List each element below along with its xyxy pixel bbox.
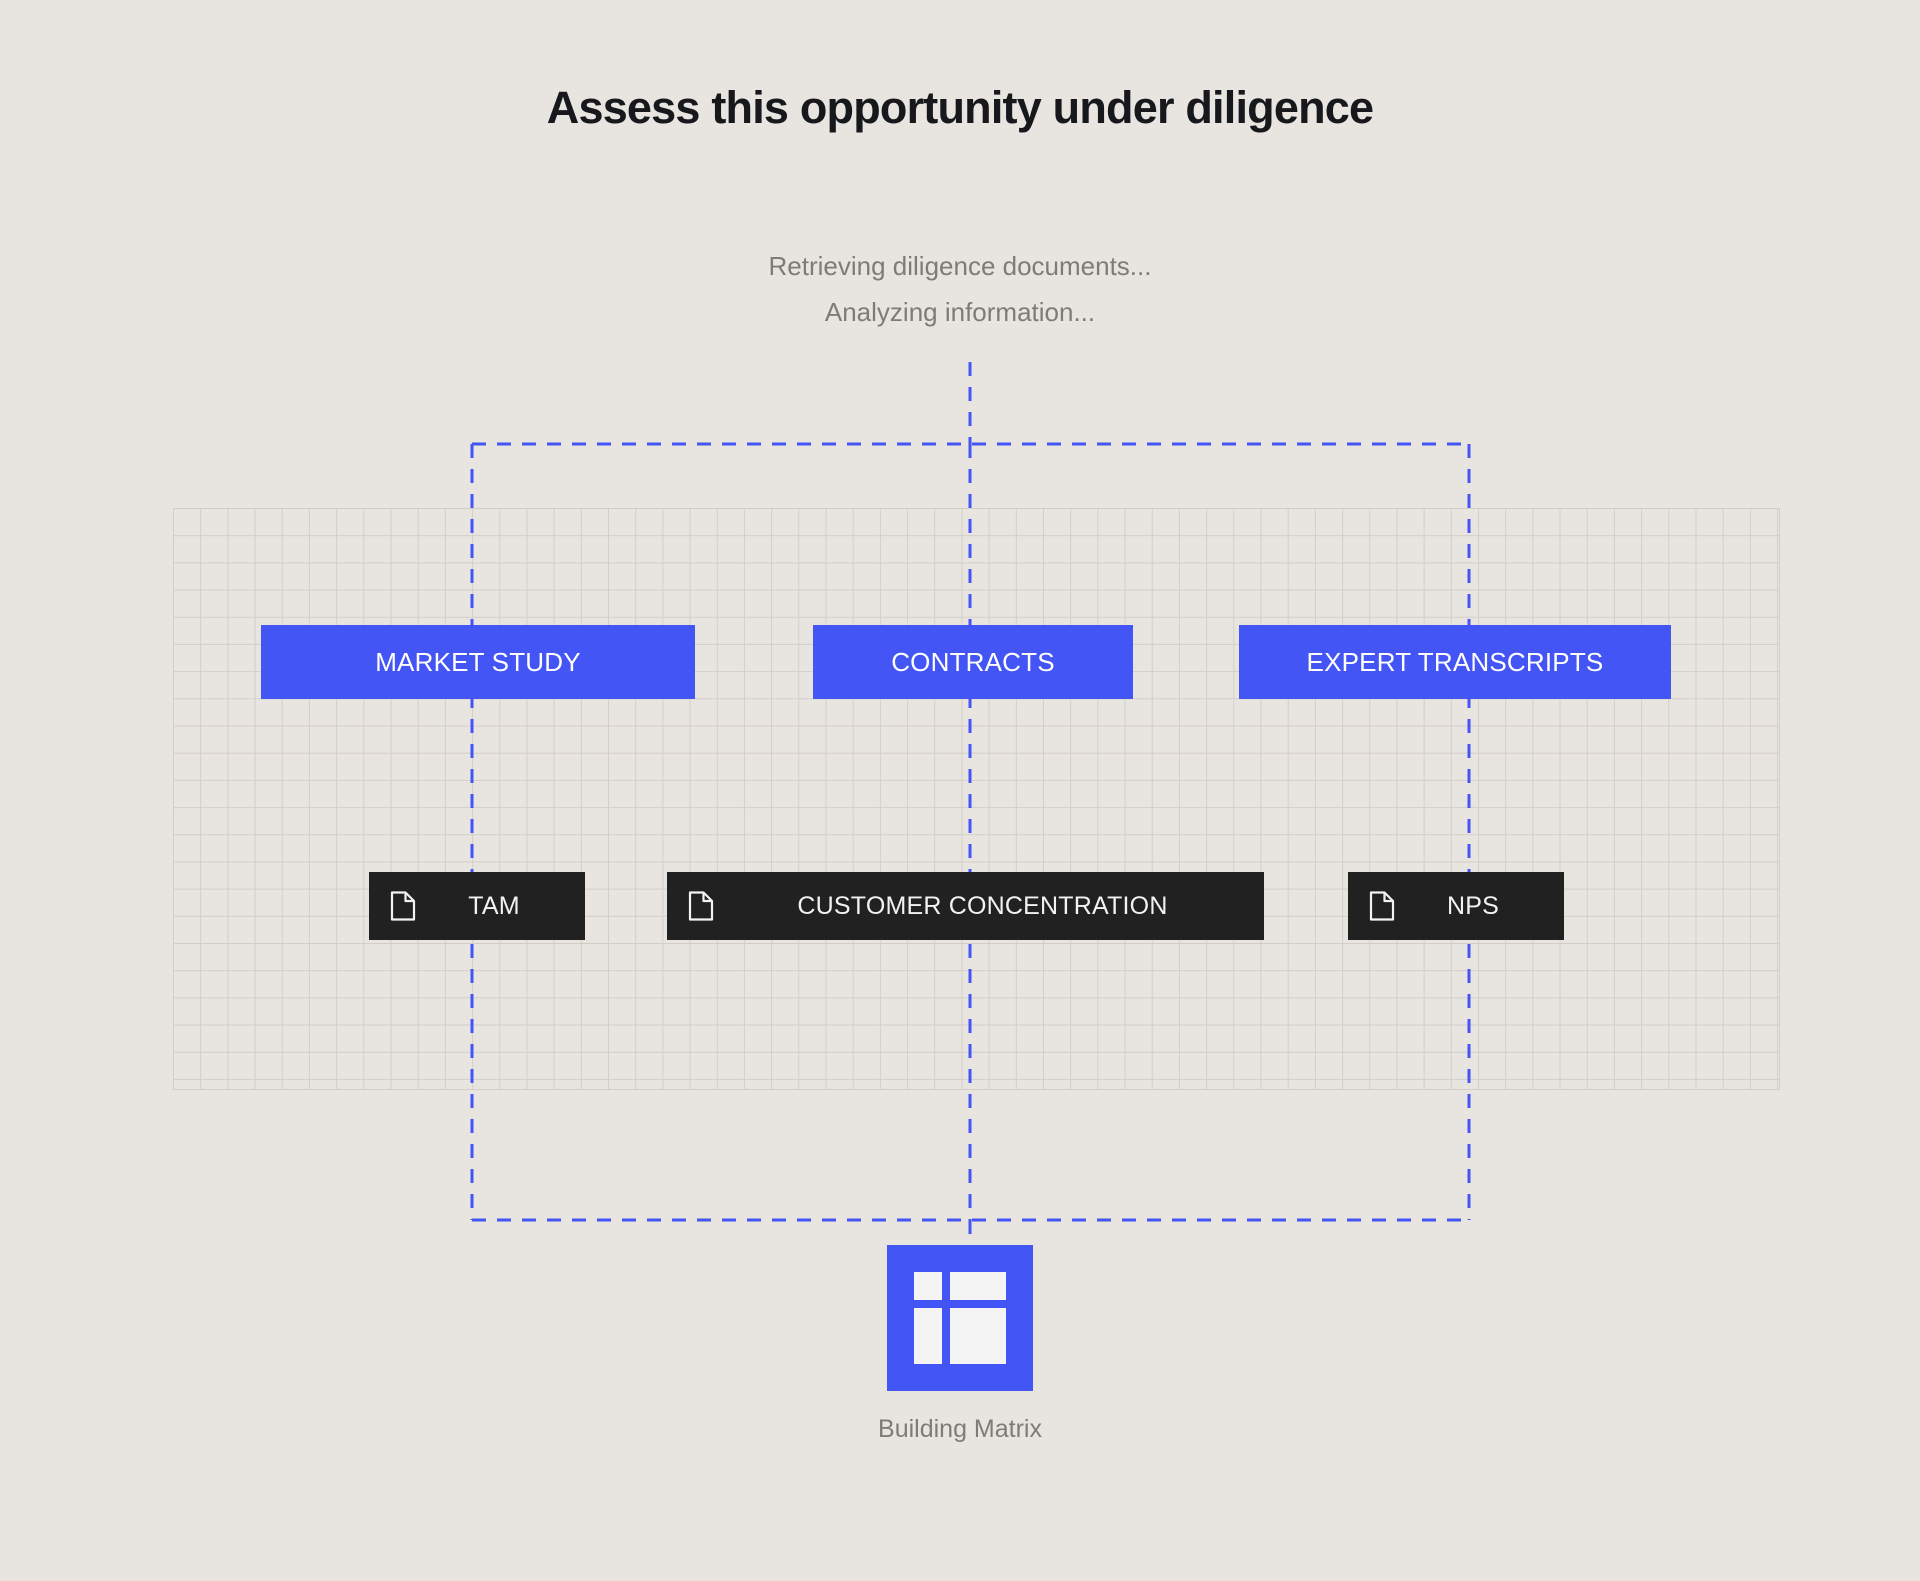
document-node-label: TAM [468,891,520,920]
source-node-label: MARKET STUDY [375,646,581,677]
document-node-nps[interactable]: NPS [1348,872,1564,940]
document-node-label: CUSTOMER CONCENTRATION [797,891,1168,920]
grid-background [173,508,1780,1090]
source-node-label: EXPERT TRANSCRIPTS [1306,646,1604,677]
page-title: Assess this opportunity under diligence [546,82,1374,133]
document-icon [667,891,735,921]
source-node-contracts[interactable]: CONTRACTS [813,625,1133,699]
status-line-retrieving: Retrieving diligence documents... [768,251,1152,281]
source-node-market-study[interactable]: MARKET STUDY [261,625,695,699]
source-node-label: CONTRACTS [891,646,1055,677]
document-node-label: NPS [1446,891,1499,920]
status-line-analyzing: Analyzing information... [824,297,1096,327]
status-messages: Retrieving diligence documents... Analyz… [0,243,1920,335]
document-icon [369,891,437,921]
document-node-customer-concentration[interactable]: CUSTOMER CONCENTRATION [667,872,1264,940]
document-icon [1348,891,1416,921]
matrix-icon[interactable] [887,1245,1033,1391]
document-node-tam[interactable]: TAM [369,872,585,940]
source-node-expert-transcripts[interactable]: EXPERT TRANSCRIPTS [1239,625,1671,699]
output-label: Building Matrix [878,1415,1042,1443]
